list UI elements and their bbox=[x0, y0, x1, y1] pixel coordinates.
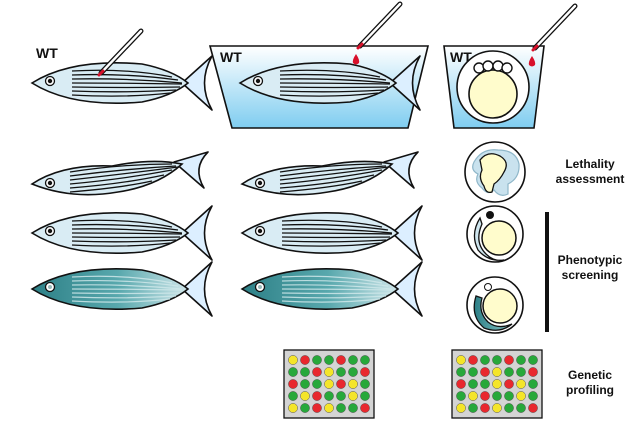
teal-fish-middle bbox=[241, 261, 423, 317]
plate-well bbox=[288, 391, 298, 401]
plate-well bbox=[300, 391, 310, 401]
plate-well bbox=[504, 367, 514, 377]
plate-well bbox=[492, 355, 502, 365]
plate-well bbox=[492, 391, 502, 401]
plate-well bbox=[288, 355, 298, 365]
bent-fish-left bbox=[31, 151, 209, 196]
plate-well bbox=[480, 355, 490, 365]
plate-well bbox=[516, 355, 526, 365]
plate-well bbox=[336, 355, 346, 365]
plate-well bbox=[516, 391, 526, 401]
plate-well bbox=[324, 391, 334, 401]
genetic-plate-right bbox=[451, 349, 543, 419]
normal-fish-middle bbox=[241, 205, 423, 261]
plate-well bbox=[360, 379, 370, 389]
plate-well bbox=[312, 379, 322, 389]
plate-well bbox=[516, 379, 526, 389]
plate-well bbox=[312, 403, 322, 413]
plate-well bbox=[300, 403, 310, 413]
plate-well bbox=[312, 391, 322, 401]
plate-well bbox=[504, 391, 514, 401]
genetic-label-line1: Genetic bbox=[568, 368, 612, 382]
plate-well bbox=[348, 367, 358, 377]
phenotypic-label-line2: screening bbox=[562, 268, 619, 282]
plate-well bbox=[492, 403, 502, 413]
blastomeres bbox=[473, 60, 513, 74]
wt-fish-injection: WT bbox=[31, 31, 213, 111]
plate-well bbox=[528, 379, 538, 389]
teal-fish-left bbox=[31, 261, 213, 317]
genetic-plate-left bbox=[283, 349, 375, 419]
lethality-label-line1: Lethality bbox=[565, 157, 615, 171]
plate-well bbox=[300, 355, 310, 365]
plate-well bbox=[468, 367, 478, 377]
plate-well bbox=[336, 403, 346, 413]
plate-well bbox=[348, 391, 358, 401]
plate-well bbox=[528, 355, 538, 365]
plate-well bbox=[468, 391, 478, 401]
plate-well bbox=[528, 367, 538, 377]
plate-well bbox=[336, 379, 346, 389]
embryo-normal bbox=[466, 205, 524, 263]
wt-tank-label: WT bbox=[220, 49, 242, 65]
plate-well bbox=[312, 367, 322, 377]
plate-well bbox=[504, 379, 514, 389]
plate-well bbox=[504, 355, 514, 365]
plate-well bbox=[468, 379, 478, 389]
plate-well bbox=[468, 403, 478, 413]
plate-well bbox=[468, 355, 478, 365]
plate-well bbox=[456, 403, 466, 413]
plate-well bbox=[336, 367, 346, 377]
tank-pipette bbox=[358, 4, 400, 48]
wt-embryo-exposure: WT bbox=[443, 6, 575, 129]
plate-well bbox=[492, 379, 502, 389]
plate-well bbox=[300, 379, 310, 389]
plate-well bbox=[360, 367, 370, 377]
normal-fish-left bbox=[31, 205, 213, 261]
wt-fish-label: WT bbox=[36, 45, 58, 61]
plate-well bbox=[492, 367, 502, 377]
plate-well bbox=[480, 379, 490, 389]
plate-well bbox=[360, 403, 370, 413]
plate-well bbox=[456, 379, 466, 389]
plate-well bbox=[300, 367, 310, 377]
plate-well bbox=[456, 367, 466, 377]
plate-well bbox=[528, 391, 538, 401]
embryo-teal bbox=[466, 276, 524, 334]
plate-well bbox=[528, 403, 538, 413]
plate-well bbox=[324, 355, 334, 365]
wt-tank-exposure: WT bbox=[208, 4, 430, 129]
embryo-pipette bbox=[533, 6, 575, 50]
plate-well bbox=[516, 403, 526, 413]
plate-well bbox=[324, 367, 334, 377]
plate-well bbox=[504, 403, 514, 413]
wt-fish bbox=[31, 55, 213, 111]
plate-well bbox=[348, 355, 358, 365]
plate-well bbox=[456, 355, 466, 365]
genetic-label-line2: profiling bbox=[566, 383, 614, 397]
plate-well bbox=[348, 379, 358, 389]
plate-well bbox=[288, 379, 298, 389]
plate-well bbox=[456, 391, 466, 401]
plate-well bbox=[336, 391, 346, 401]
dead-embryo bbox=[464, 141, 526, 203]
plate-well bbox=[348, 403, 358, 413]
lethality-label-line2: assessment bbox=[556, 172, 625, 186]
plate-well bbox=[360, 355, 370, 365]
plate-well bbox=[324, 403, 334, 413]
plate-well bbox=[516, 367, 526, 377]
plate-well bbox=[288, 367, 298, 377]
wt-embryo-label: WT bbox=[450, 49, 472, 65]
phenotypic-label-line1: Phenotypic bbox=[558, 253, 623, 267]
plate-well bbox=[324, 379, 334, 389]
yolk bbox=[468, 69, 518, 119]
plate-well bbox=[312, 355, 322, 365]
plate-well bbox=[480, 367, 490, 377]
plate-well bbox=[288, 403, 298, 413]
plate-well bbox=[480, 391, 490, 401]
bent-fish-middle bbox=[241, 151, 419, 196]
plate-well bbox=[360, 391, 370, 401]
plate-well bbox=[480, 403, 490, 413]
